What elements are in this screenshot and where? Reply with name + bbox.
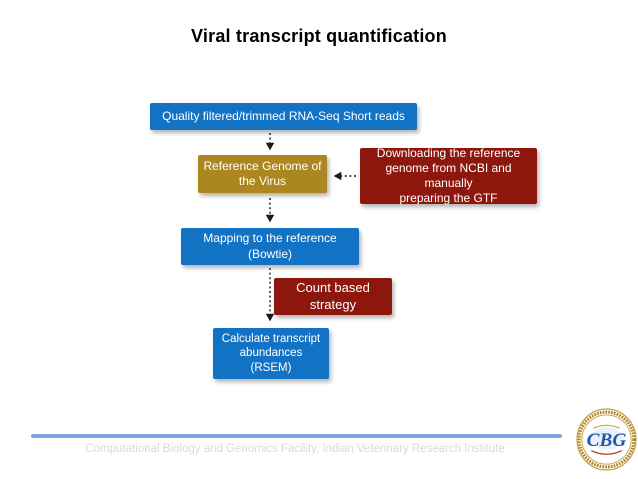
flow-node-label: Downloading the reference genome from NC… <box>376 145 521 206</box>
flow-node-label: Calculate transcript abundances (RSEM) <box>221 332 321 374</box>
flow-node-calculate-abundances-rsem: Calculate transcript abundances (RSEM) <box>213 328 329 379</box>
flow-node-reference-genome: Reference Genome of the Virus <box>198 155 327 193</box>
cbg-seal-logo-icon: CBG <box>576 408 637 471</box>
flow-node-download-genome-note: Downloading the reference genome from NC… <box>360 145 537 206</box>
flow-node-label: Reference Genome of the Virus <box>203 158 322 188</box>
flow-node-quality-filtered-reads: Quality filtered/trimmed RNA-Seq Short r… <box>150 103 417 130</box>
flow-node-label: Count based strategy <box>296 280 370 312</box>
slide-title: Viral transcript quantification <box>191 26 447 46</box>
footer-credit: Computational Biology and Genomics Facil… <box>85 443 505 455</box>
flow-node-label: Quality filtered/trimmed RNA-Seq Short r… <box>162 108 405 123</box>
logo-monogram: CBG <box>587 430 627 451</box>
footer-divider <box>31 434 562 438</box>
flow-node-label: Mapping to the reference (Bowtie) <box>203 231 337 261</box>
flow-node-count-based-strategy: Count based strategy <box>274 278 392 315</box>
flow-node-mapping-bowtie: Mapping to the reference (Bowtie) <box>181 228 359 265</box>
